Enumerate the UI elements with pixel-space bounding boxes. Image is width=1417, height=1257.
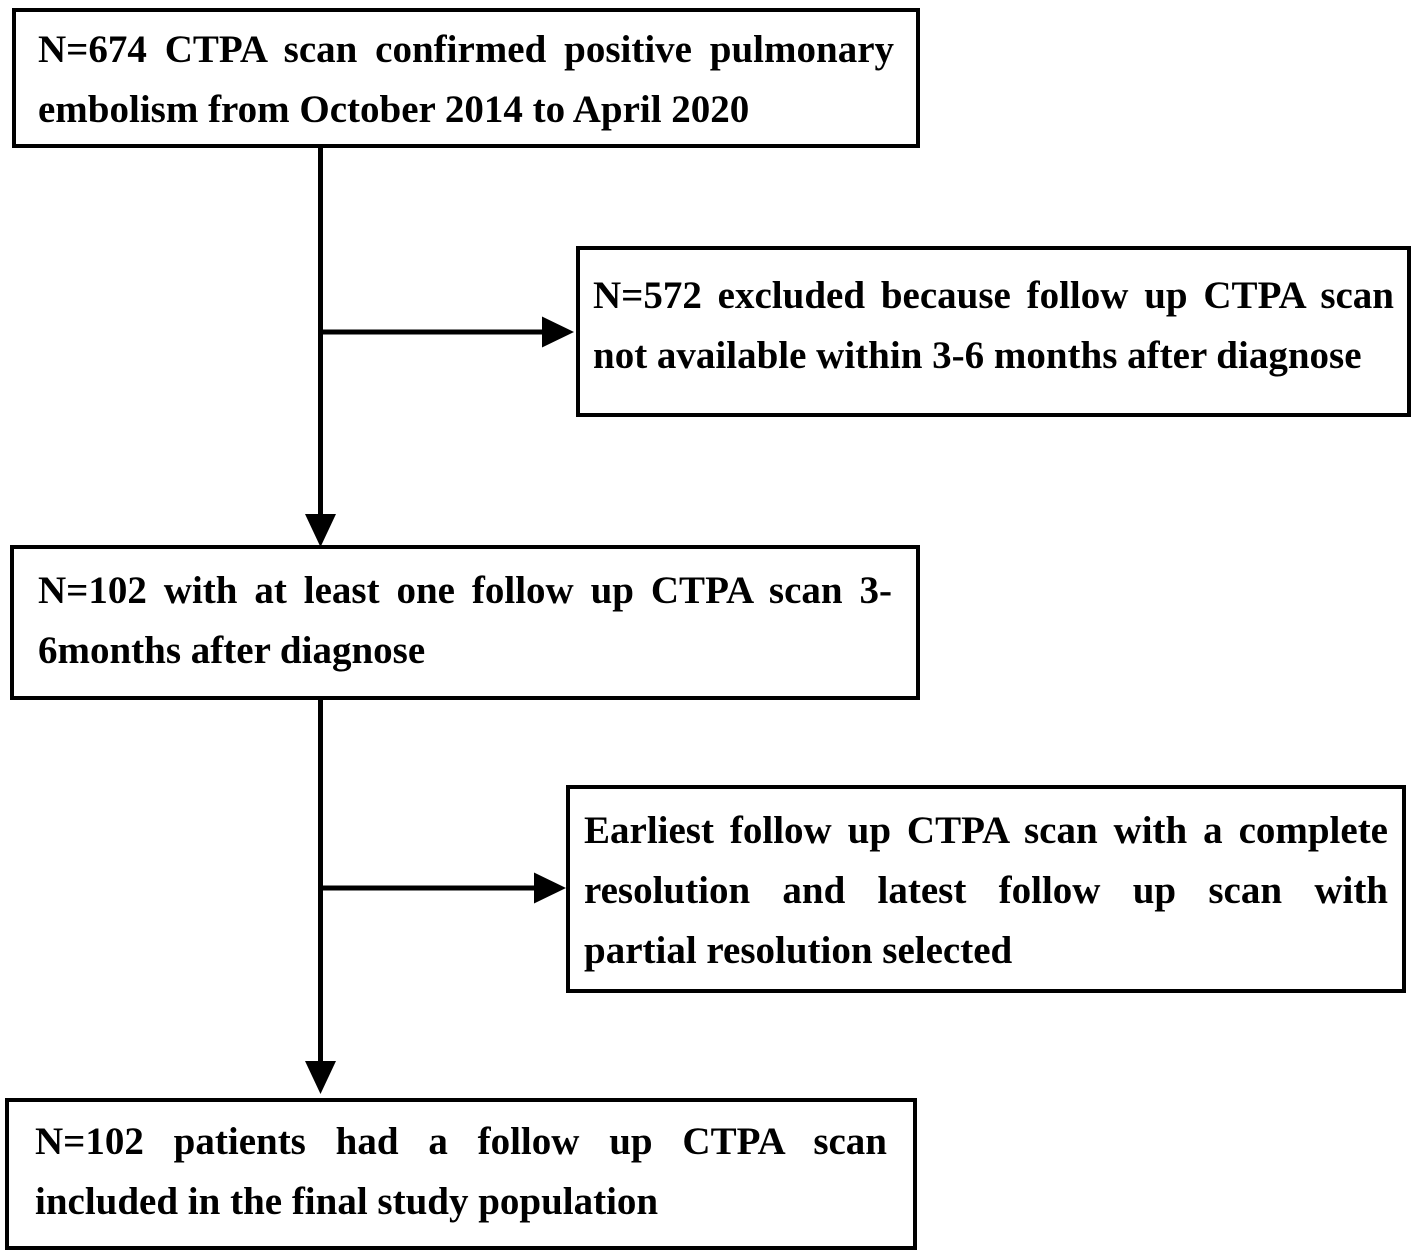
- arrow-to-scan-selection: [318, 872, 566, 904]
- box-text-line: embolism from October 2014 to April 2020: [38, 88, 750, 131]
- arrowhead-right-icon: [542, 316, 574, 348]
- box-text-line: 6months after diagnose: [38, 629, 426, 672]
- arrow-to-excluded: [318, 316, 574, 348]
- box-text-line: included in the final study population: [35, 1180, 659, 1223]
- box-text-line: N=674 CTPA scan confirmed positive pulmo…: [38, 28, 894, 71]
- box-text-line: not available within 3-6 months after di…: [593, 334, 1362, 377]
- flow-box-followup: N=102 with at least one follow up CTPA s…: [10, 545, 920, 700]
- box-text-line: partial resolution selected: [584, 929, 1013, 972]
- flow-box-scan-selection: Earliest follow up CTPA scan with a comp…: [566, 785, 1406, 993]
- box-text-line: N=572 excluded because follow up CTPA sc…: [593, 274, 1394, 317]
- flow-box-final: N=102 patients had a follow up CTPA scan…: [5, 1098, 917, 1250]
- box-text-line: Earliest follow up CTPA scan with a comp…: [584, 809, 1388, 852]
- flow-box-eligible: N=674 CTPA scan confirmed positive pulmo…: [12, 8, 920, 148]
- flow-box-excluded: N=572 excluded because follow up CTPA sc…: [576, 246, 1411, 417]
- box-text-line: resolution and latest follow up scan wit…: [584, 869, 1388, 912]
- arrowhead-down-icon: [305, 514, 336, 547]
- arrowhead-down-icon: [305, 1061, 336, 1094]
- arrow-followup-to-final: [305, 700, 336, 1094]
- box-text-line: N=102 patients had a follow up CTPA scan: [35, 1120, 887, 1163]
- arrow-eligible-to-followup: [305, 148, 336, 547]
- box-text-line: N=102 with at least one follow up CTPA s…: [38, 569, 892, 612]
- arrowhead-right-icon: [534, 872, 566, 904]
